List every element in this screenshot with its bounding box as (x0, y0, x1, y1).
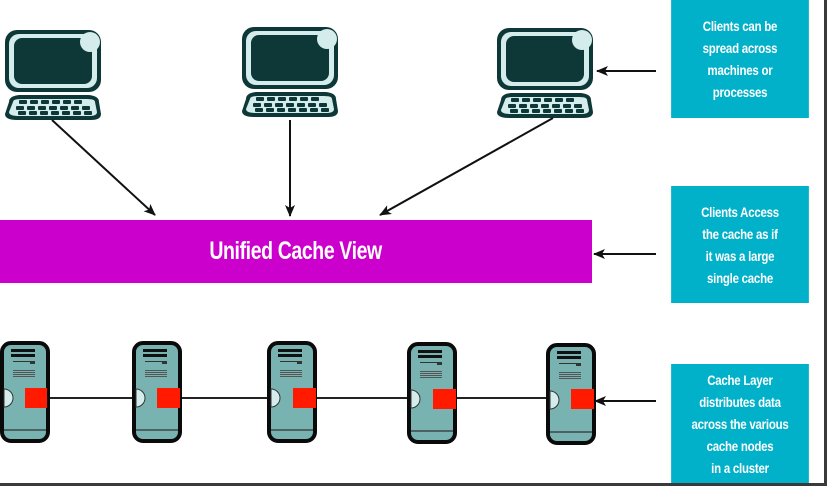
callout-text: Cache Layer distributes data across the … (691, 371, 789, 476)
client-computer-1 (5, 30, 101, 120)
desktop-computer-icon (5, 30, 101, 120)
cache-node-1 (0, 341, 50, 443)
desktop-computer-icon (497, 28, 593, 118)
cache-node-5 (546, 343, 596, 445)
callout-text: Clients can be spread across machines or… (702, 18, 778, 100)
arrow-client-1-to-cache (51, 119, 156, 216)
cache-node-4 (407, 342, 457, 444)
cache-node-2 (132, 341, 182, 443)
callout-clients-spread: Clients can be spread across machines or… (671, 0, 809, 118)
unified-cache-view-label: Unified Cache View (209, 237, 383, 265)
callout-text: Clients Access the cache as if it was a … (701, 203, 779, 286)
arrow-client-3-to-cache (379, 117, 554, 216)
cache-node-marker (293, 388, 316, 408)
callout-clients-access: Clients Access the cache as if it was a … (671, 186, 809, 303)
cache-node-marker (433, 389, 456, 409)
client-computer-2 (242, 27, 338, 117)
cache-node-marker (157, 388, 180, 408)
callout-cache-layer: Cache Layer distributes data across the … (671, 364, 809, 483)
unified-cache-view-bar: Unified Cache View (0, 220, 592, 283)
cache-node-marker (25, 388, 47, 408)
cache-node-3 (267, 341, 317, 443)
client-computer-3 (497, 28, 593, 118)
cache-node-marker (571, 389, 594, 409)
desktop-computer-icon (242, 27, 338, 117)
